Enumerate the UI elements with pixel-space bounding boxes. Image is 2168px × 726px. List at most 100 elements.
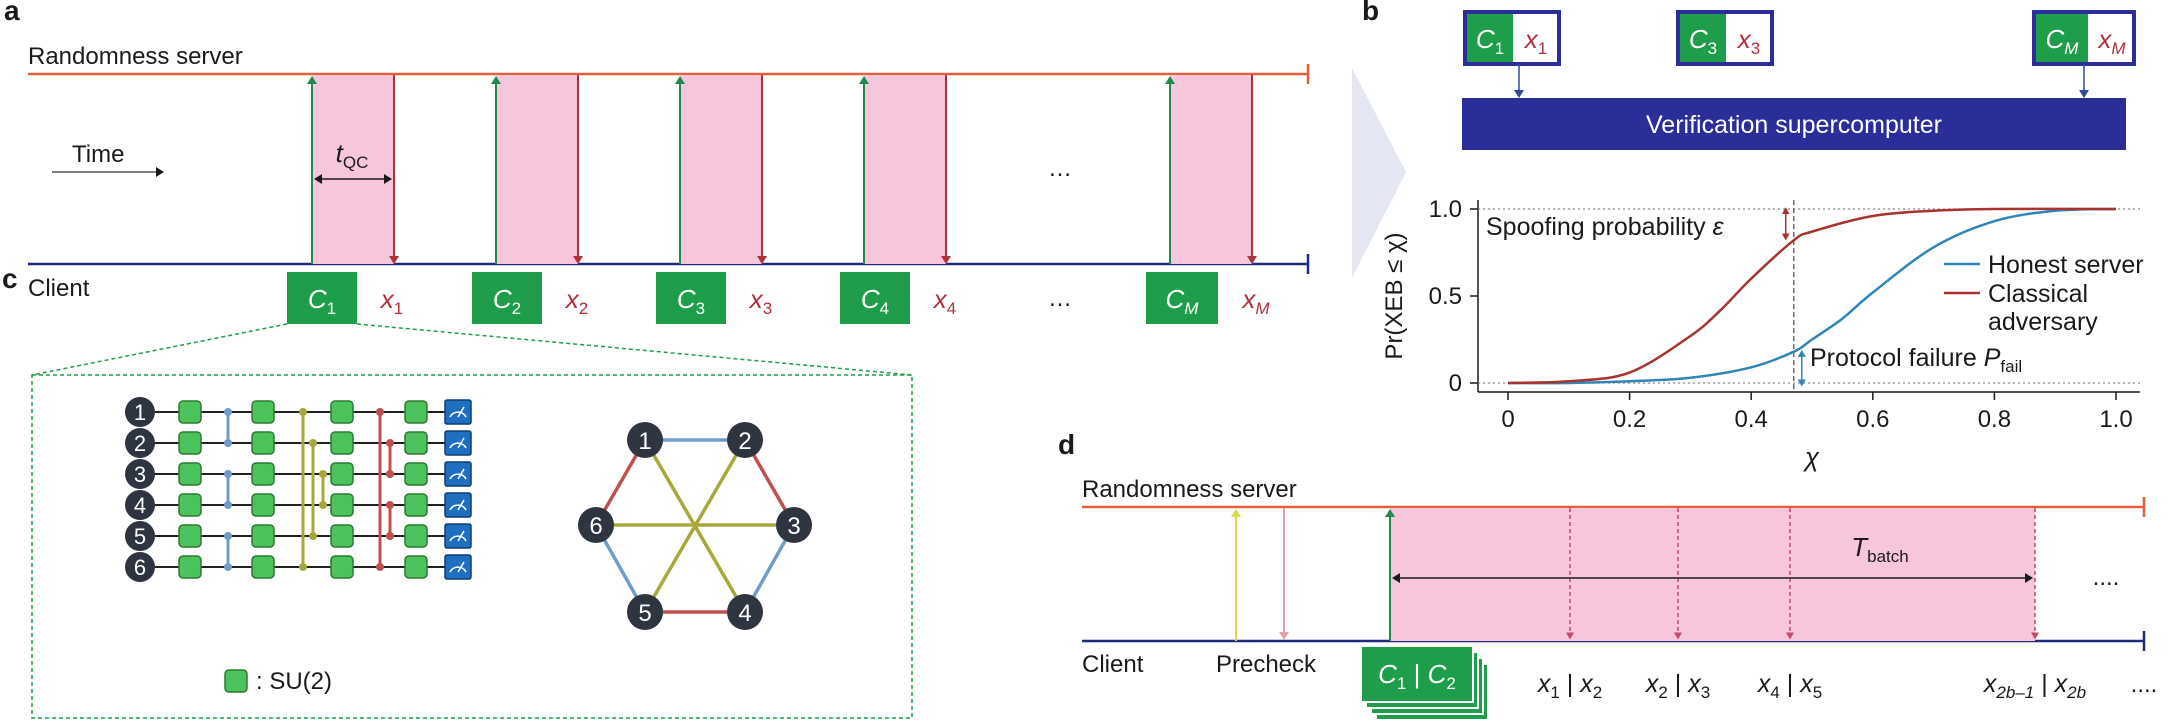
su2-gate <box>330 400 354 424</box>
su2-gate <box>330 493 354 517</box>
qubit-node <box>627 594 663 630</box>
output-label: x3 <box>1736 24 1760 58</box>
batch-circuit-label: C1 | C2 <box>1378 659 1456 693</box>
panel-transition-chevron <box>1352 68 1406 278</box>
coupler-dot <box>309 439 317 447</box>
meter-needle <box>457 437 465 449</box>
su2-gate <box>178 555 202 579</box>
output-label: x1 <box>379 284 403 318</box>
panel-label-c: c <box>2 263 18 294</box>
meter-arc <box>449 504 467 511</box>
supercomputer-box <box>1462 98 2126 150</box>
qubit-label: 2 <box>134 431 146 456</box>
compute-interval <box>1170 75 1252 264</box>
ellipsis-bottom-d: .... <box>2131 671 2158 698</box>
y-tick-label: 0.5 <box>1429 283 1462 310</box>
zoom-box <box>31 374 913 719</box>
coupler-dot <box>224 563 232 571</box>
legend-label-adversary-line1: Classical <box>1988 280 2088 308</box>
coupler-dot <box>224 532 232 540</box>
compute-interval <box>496 75 578 264</box>
round-M: CM xM <box>1146 75 1270 324</box>
su2-gate <box>330 462 354 486</box>
output-pair-label: x1 | x2 <box>1537 670 1602 702</box>
spoofing-label: Spoofing probability ε <box>1486 213 1725 241</box>
circuit-cell <box>2036 14 2088 62</box>
circuit-label: C4 <box>861 284 889 318</box>
su2-gate <box>178 493 202 517</box>
y-axis-label: Pr(XEB ≤ χ) <box>1381 232 1408 359</box>
qubit-node <box>727 422 763 458</box>
su2-gate <box>178 431 202 455</box>
circuit-label: CM <box>2046 24 2080 58</box>
precheck-label: Precheck <box>1216 651 1317 678</box>
panel-d: Randomness server Client Precheck Tbatch… <box>1082 476 2158 721</box>
output-label: x2 <box>564 284 588 318</box>
circuit-cell <box>1467 14 1513 62</box>
coupler-dot <box>386 470 394 478</box>
qubit-node <box>125 552 155 582</box>
circuit-box <box>840 272 910 324</box>
client-label: Client <box>28 275 90 302</box>
su2-gate <box>404 524 428 548</box>
output-label: x1 <box>1523 24 1547 58</box>
verify-box-3: C3 x3 <box>1676 10 1774 66</box>
zoom-connector <box>31 323 913 376</box>
legend: Honest server Classical adversary <box>1944 251 2144 336</box>
y-tick-label: 0 <box>1449 370 1462 397</box>
tbatch-label: Tbatch <box>1851 532 1908 566</box>
su2-gate <box>178 524 202 548</box>
time-label: Time <box>72 141 124 168</box>
tqc-label: tQC <box>336 138 369 172</box>
meter-arc <box>449 411 467 418</box>
honest-server-curve <box>1507 207 2117 385</box>
output-pair-label: x2 | x3 <box>1645 670 1710 702</box>
su2-gate <box>404 462 428 486</box>
su2-gate-icon <box>224 669 248 693</box>
qubit-node <box>125 521 155 551</box>
su2-gate <box>330 431 354 455</box>
qubit-node <box>627 422 663 458</box>
annotations <box>1781 207 1806 387</box>
verify-box-1: C1 x1 <box>1463 10 1561 98</box>
circuit-label: C1 <box>1476 24 1504 58</box>
batch-interval <box>1390 508 2035 641</box>
x-tick-label: 0.2 <box>1613 406 1646 433</box>
qubit-node <box>125 397 155 427</box>
panel-b: C1 x1 C3 x3 CM xM Verification supercomp… <box>1381 10 2144 472</box>
circuit-box <box>287 272 357 324</box>
qubit-label: 3 <box>787 513 800 540</box>
qubit-node <box>578 507 614 543</box>
qubit-label: 3 <box>134 462 146 487</box>
legend-label-adversary-line2: adversary <box>1988 308 2098 336</box>
su2-gate <box>330 524 354 548</box>
circuit-label: C2 <box>493 284 521 318</box>
coupler-dot <box>386 439 394 447</box>
su2-gate <box>330 555 354 579</box>
qubit-label: 2 <box>738 428 751 455</box>
meter-arc <box>449 473 467 480</box>
coupler-dot <box>319 501 327 509</box>
coupler-dot <box>376 408 384 416</box>
meter-arc <box>449 535 467 542</box>
meter-needle <box>457 468 465 480</box>
compute-interval <box>680 75 762 264</box>
output-pair-label: x4 | x5 <box>1757 670 1822 702</box>
round-1: C1 x1 <box>287 75 403 324</box>
qubit-label: 6 <box>134 555 146 580</box>
circuit-label: C1 <box>308 284 336 318</box>
coupler-dot <box>224 439 232 447</box>
panel-label-a: a <box>4 0 20 26</box>
classical-adversary-curve <box>1507 207 2117 385</box>
round-2: C2 x2 <box>472 75 588 324</box>
meter-arc <box>449 566 467 573</box>
supercomputer-label: Verification supercomputer <box>1646 111 1942 139</box>
client-label-d: Client <box>1082 651 1144 678</box>
x-tick-label: 0.4 <box>1735 406 1768 433</box>
curves <box>1507 207 2117 385</box>
legend-label-honest: Honest server <box>1988 251 2144 279</box>
